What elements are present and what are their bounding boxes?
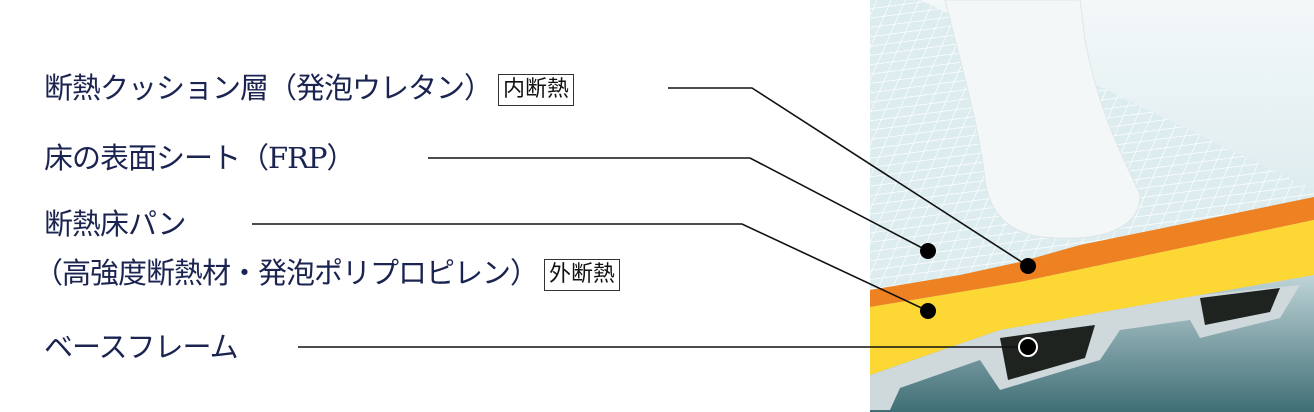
marker-surface: [920, 243, 936, 259]
frame-hollow: [1200, 288, 1280, 325]
label-floor-pan: 断熱床パン: [44, 207, 186, 241]
marker-cushion: [1020, 258, 1036, 274]
label-text: 断熱床パン: [44, 207, 186, 241]
label-text: ベースフレーム: [44, 330, 239, 364]
label-text: 床の表面シート（FRP）: [44, 141, 355, 175]
label-text: （高強度断熱材・発泡ポリプロピレン）: [34, 256, 539, 290]
marker-floor-pan: [920, 303, 936, 319]
inner-insulation-tag: 内断熱: [498, 74, 575, 106]
label-surface-sheet: 床の表面シート（FRP）: [44, 141, 355, 175]
cushion-layer: [870, 197, 1314, 307]
foot: [944, 0, 1141, 239]
leader-line-cushion: [668, 87, 1029, 267]
label-cushion-layer: 断熱クッション層（発泡ウレタン）内断熱: [44, 71, 575, 106]
leader-line-surface: [428, 157, 929, 252]
label-base-frame: ベースフレーム: [44, 330, 239, 364]
label-text: 断熱クッション層（発泡ウレタン）: [44, 71, 493, 105]
leader-line-floor-pan: [252, 223, 929, 312]
label-floor-pan-detail: （高強度断熱材・発泡ポリプロピレン）外断熱: [34, 256, 621, 291]
floor-pan-layer: [870, 220, 1314, 375]
marker-base-frame: [1018, 337, 1038, 357]
outer-insulation-tag: 外断熱: [544, 259, 621, 291]
